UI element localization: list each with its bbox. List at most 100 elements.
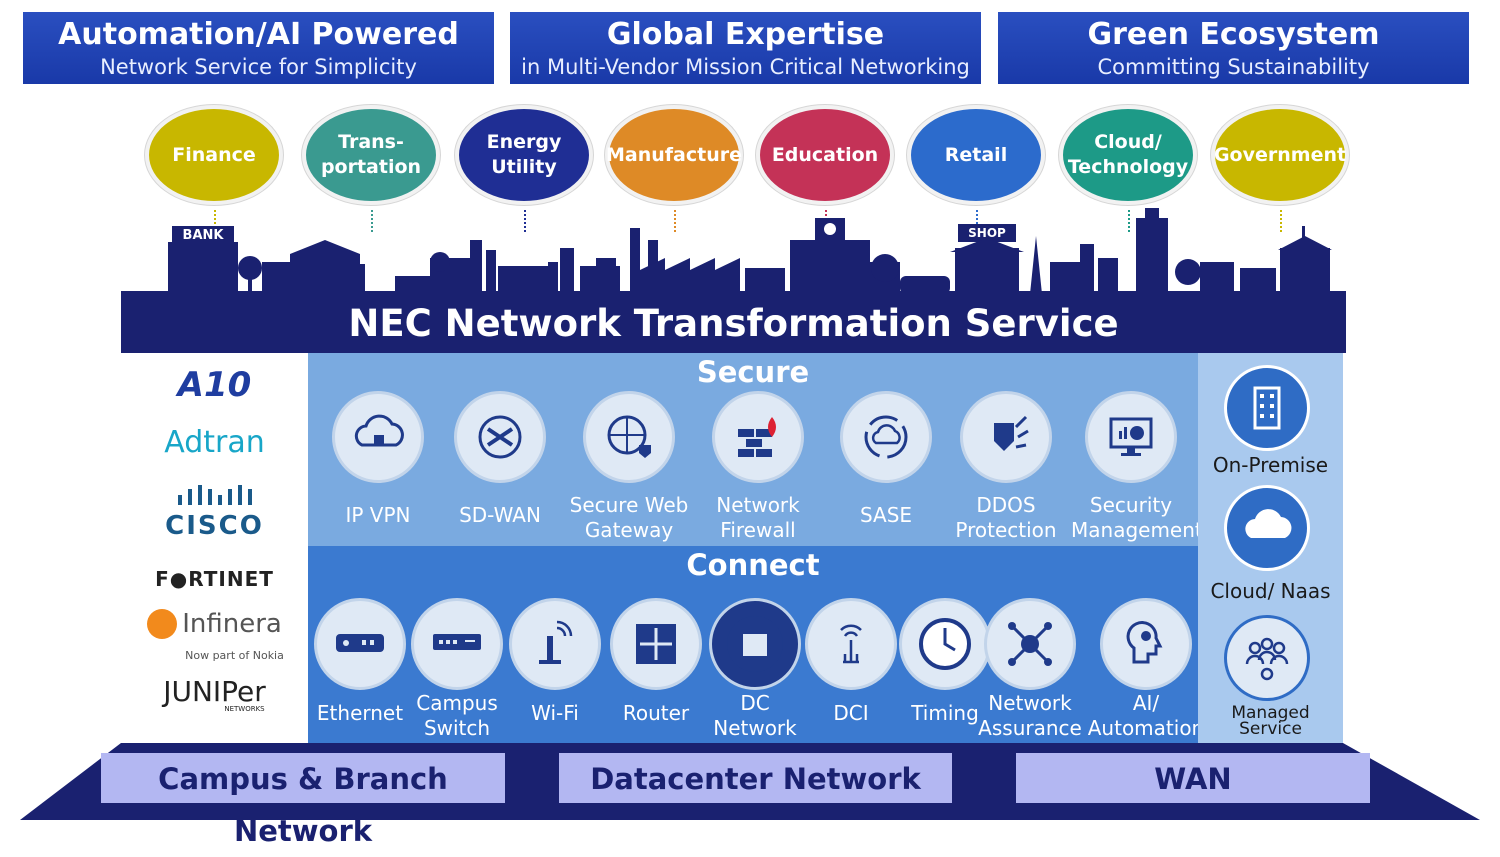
industry-retail: Retail <box>907 105 1045 205</box>
industry-line1: Finance <box>172 143 256 166</box>
deployment-label-line1: Cloud/ Naas <box>1210 579 1331 603</box>
service-label: SD-WAN <box>440 503 560 528</box>
service-label-line1: Timing <box>911 701 979 725</box>
adtran-logo: Adtran <box>164 425 265 460</box>
cloud-icon <box>1224 485 1310 571</box>
shield-attack-icon <box>960 391 1052 483</box>
industry-trans: Trans-portation <box>302 105 440 205</box>
service-label-line1: SD-WAN <box>459 503 541 527</box>
header-title: Green Ecosystem <box>1087 17 1380 52</box>
service-label-line1: Router <box>622 701 690 725</box>
network-check-icon <box>984 598 1076 690</box>
deployment-label-line1: On-Premise <box>1212 453 1329 477</box>
datacenter-icon <box>709 598 801 690</box>
industry-line1: Education <box>771 143 879 166</box>
connector-line <box>1280 210 1282 232</box>
header-title: Automation/AI Powered <box>58 17 459 52</box>
juniper-subtext: NETWORKS <box>224 705 265 713</box>
connector-line <box>674 210 676 232</box>
service-label-line2: Switch <box>423 716 491 740</box>
industry-line1: Government <box>1213 143 1347 166</box>
service-label-line1: DCI <box>833 701 869 725</box>
cisco-logo: CISCO <box>165 511 264 541</box>
industry-government: Government <box>1211 105 1349 205</box>
campus-branch-label: Campus & Branch Network <box>101 753 505 848</box>
industry-line1: Cloud/ <box>1094 131 1162 153</box>
connector-line <box>214 210 216 232</box>
industry-label: Government <box>1214 143 1346 168</box>
cloud-lock-icon <box>332 391 424 483</box>
header-automation: Automation/AI Powered Network Service fo… <box>23 12 494 84</box>
header-title: Global Expertise <box>606 17 885 52</box>
service-label: SASE <box>826 503 946 528</box>
infinera-logo: Infinera <box>182 609 282 639</box>
infinera-logo-row: Infinera <box>121 609 308 639</box>
connector-line <box>1128 210 1130 232</box>
service-label: Wi-Fi <box>495 701 615 726</box>
infinera-mark-icon <box>147 609 178 639</box>
service-label: DCI <box>791 701 911 726</box>
industry-label: Manufacture <box>606 143 742 168</box>
globe-shield-icon <box>583 391 675 483</box>
service-label-line2: Management <box>1071 518 1203 542</box>
deployment-label: On-Premise <box>1198 453 1343 477</box>
industry-finance: Finance <box>145 105 283 205</box>
service-label-line1: Network <box>716 493 800 517</box>
industry-label: Retail <box>945 143 1007 168</box>
service-label-line1: DC <box>740 691 770 715</box>
connector-line <box>976 210 978 232</box>
router-icon <box>610 598 702 690</box>
wan-label: WAN <box>1016 753 1370 803</box>
a10-logo: A10 <box>177 365 252 405</box>
vendor-panel: A10 Adtran CISCO F●RTINET Infinera Now p… <box>121 353 308 743</box>
industry-label: Finance <box>172 143 256 168</box>
service-label-line2: Assurance <box>978 716 1082 740</box>
deployment-label-line1: Managed <box>1231 703 1310 723</box>
service-label-line1: DDOS <box>976 493 1036 517</box>
industry-education: Education <box>756 105 894 205</box>
industry-cloud: Cloud/Technology <box>1059 105 1197 205</box>
service-label-line1: Secure Web <box>569 493 689 517</box>
dci-icon <box>805 598 897 690</box>
industry-label: Trans-portation <box>321 130 421 180</box>
monitor-chart-icon <box>1085 391 1177 483</box>
secure-title: Secure <box>696 355 810 389</box>
service-label-line2: Network <box>713 716 797 740</box>
industry-line1: Energy <box>486 131 562 153</box>
industry-line2: Technology <box>1067 156 1189 178</box>
industry-manufacture: Manufacture <box>605 105 743 205</box>
connector-line <box>371 210 373 232</box>
industry-label: Cloud/Technology <box>1068 130 1188 180</box>
service-label-line1: Ethernet <box>316 701 404 725</box>
service-label-line2: Protection <box>955 518 1057 542</box>
connector-line <box>524 210 526 232</box>
sd-wan-icon <box>454 391 546 483</box>
cisco-bars-icon <box>121 485 308 513</box>
datacenter-label: Datacenter Network <box>559 753 952 803</box>
service-label-line1: Security <box>1089 493 1173 517</box>
service-label-line1: SASE <box>859 503 913 527</box>
city-skyline-illustration: BANK SHOP <box>168 208 1332 294</box>
juniper-logo: JUNIPer <box>163 675 266 708</box>
industry-line1: Manufacture <box>606 143 742 166</box>
service-label: Ethernet <box>300 701 420 726</box>
deployment-label: Cloud/ Naas <box>1198 579 1343 603</box>
fortinet-logo: F●RTINET <box>155 567 274 591</box>
header-green: Green Ecosystem Committing Sustainabilit… <box>998 12 1469 84</box>
service-label-line1: IP VPN <box>345 503 411 527</box>
header-subtitle: Committing Sustainability <box>1097 55 1370 79</box>
industry-line2: Utility <box>491 156 557 178</box>
building-icon <box>1224 365 1310 451</box>
shop-sign: SHOP <box>968 226 1006 240</box>
